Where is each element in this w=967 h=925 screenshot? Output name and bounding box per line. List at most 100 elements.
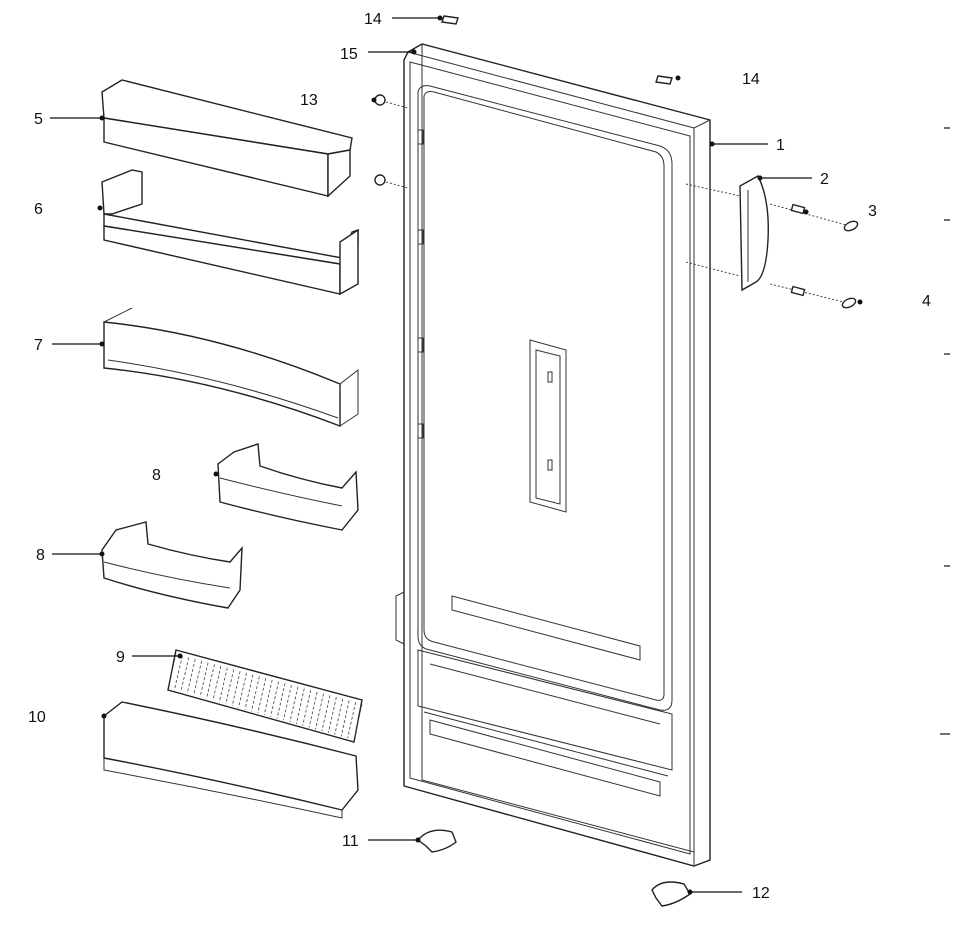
top-cap-icon	[441, 15, 459, 25]
grille-panel	[167, 649, 363, 743]
callout-15: 15	[340, 46, 358, 63]
bin-small-ridge	[219, 477, 343, 507]
grille-bar	[167, 653, 177, 689]
grille-bar	[186, 659, 196, 694]
handle-guide-line	[685, 261, 741, 277]
top-cap-icon	[655, 75, 673, 85]
callout-5: 5	[34, 111, 43, 128]
door-ridge	[451, 595, 641, 661]
door-handle-recess-inner	[535, 349, 561, 505]
screw-cap-icon	[843, 220, 859, 232]
hinge-bracket-icon	[651, 881, 691, 907]
grille-bar	[321, 695, 331, 732]
door-liner-inset	[423, 91, 665, 701]
door-inner-liner	[417, 85, 673, 711]
hinge-pin-icon	[374, 174, 386, 186]
recess-slot	[547, 459, 553, 471]
grille-bar	[225, 669, 235, 705]
door-ridge-line	[429, 663, 661, 725]
grille-bar	[347, 702, 356, 739]
grille-bar	[315, 693, 324, 730]
grille-bar	[206, 664, 215, 699]
door-lower-ridge	[423, 711, 669, 777]
door-clip	[417, 423, 424, 439]
door-shelves	[101, 79, 363, 819]
grille-bar	[327, 697, 337, 733]
bin-small-lower-ridge	[103, 561, 231, 589]
grille-bar	[212, 665, 222, 701]
grille-bar	[231, 671, 241, 707]
grille-bar	[334, 698, 344, 735]
leader-lines	[50, 15, 863, 895]
callout-11: 11	[342, 833, 359, 850]
grille-bar	[283, 684, 292, 721]
grille-bar	[193, 660, 203, 696]
callout-6: 6	[34, 201, 43, 218]
callout-14-top: 14	[364, 11, 382, 28]
callout-10: 10	[28, 709, 46, 726]
door-assembly	[395, 43, 711, 867]
grille-bar	[289, 686, 299, 723]
door-hinge-bump	[395, 591, 405, 645]
grille-bar	[353, 703, 363, 741]
grille-bar	[308, 691, 318, 728]
door-handle-recess	[529, 339, 567, 513]
grille-mesh	[167, 653, 363, 741]
callout-9: 9	[116, 649, 125, 666]
callout-2: 2	[820, 171, 829, 188]
door-shelf-bottom	[103, 701, 359, 819]
callout-8-lower: 8	[36, 547, 45, 564]
callout-4: 4	[922, 293, 931, 310]
shelf-bottom-lip	[103, 758, 343, 819]
shelf-cover	[101, 79, 353, 198]
grille-bar	[244, 674, 254, 710]
shelf-bottom-body	[103, 701, 359, 811]
grille-bar	[180, 657, 190, 692]
shelf-cover-end	[327, 149, 351, 198]
grille-bar	[218, 667, 228, 703]
grille-bar	[257, 678, 267, 714]
rack-right-end	[339, 228, 359, 296]
bottom-hinges	[416, 829, 691, 907]
door-side-edge	[421, 44, 695, 866]
door-clip	[417, 337, 424, 353]
recess-slot	[547, 371, 553, 383]
grille-bar	[302, 690, 312, 726]
door-clip	[417, 229, 424, 245]
grille-bar	[174, 655, 183, 690]
callout-labels: 14 15 13 14 1 2 3 4 5 6 7 8 8 9 10 11 12	[28, 11, 931, 902]
handle-assembly	[685, 175, 859, 309]
callout-7: 7	[34, 337, 43, 354]
door-outer-panel	[403, 43, 711, 867]
grille-bar	[270, 681, 280, 717]
bin-small-lower	[101, 521, 243, 609]
callout-8-upper: 8	[152, 467, 161, 484]
screw-cap-icon	[841, 297, 857, 309]
grille-bar	[340, 700, 350, 737]
rack-left-end	[101, 169, 143, 215]
lower-hinge-icon	[416, 829, 457, 853]
grille-bar	[238, 672, 247, 708]
callout-12: 12	[752, 885, 770, 902]
door-lower-shelf-area	[417, 649, 673, 771]
grille-bar	[263, 679, 273, 715]
screw-icon	[790, 285, 806, 297]
screw-guide-line	[769, 203, 851, 227]
grille-bar	[199, 662, 209, 698]
grille-bar	[276, 683, 286, 719]
edge-ticks	[940, 127, 950, 735]
grille-bar	[295, 688, 305, 724]
shelf-large-ridge	[107, 359, 339, 419]
shelf-large-edges	[103, 307, 359, 427]
callout-13: 13	[300, 92, 318, 109]
hinge-parts	[374, 15, 673, 189]
shelf-large-front	[103, 321, 341, 428]
door-bin-small	[217, 443, 359, 531]
callout-14-right: 14	[742, 71, 760, 88]
handle-guide-line	[685, 183, 741, 197]
screw-icon	[790, 203, 806, 215]
door-bin-small-2	[101, 521, 243, 609]
door-rack	[101, 169, 359, 296]
bin-small-upper	[217, 443, 359, 531]
